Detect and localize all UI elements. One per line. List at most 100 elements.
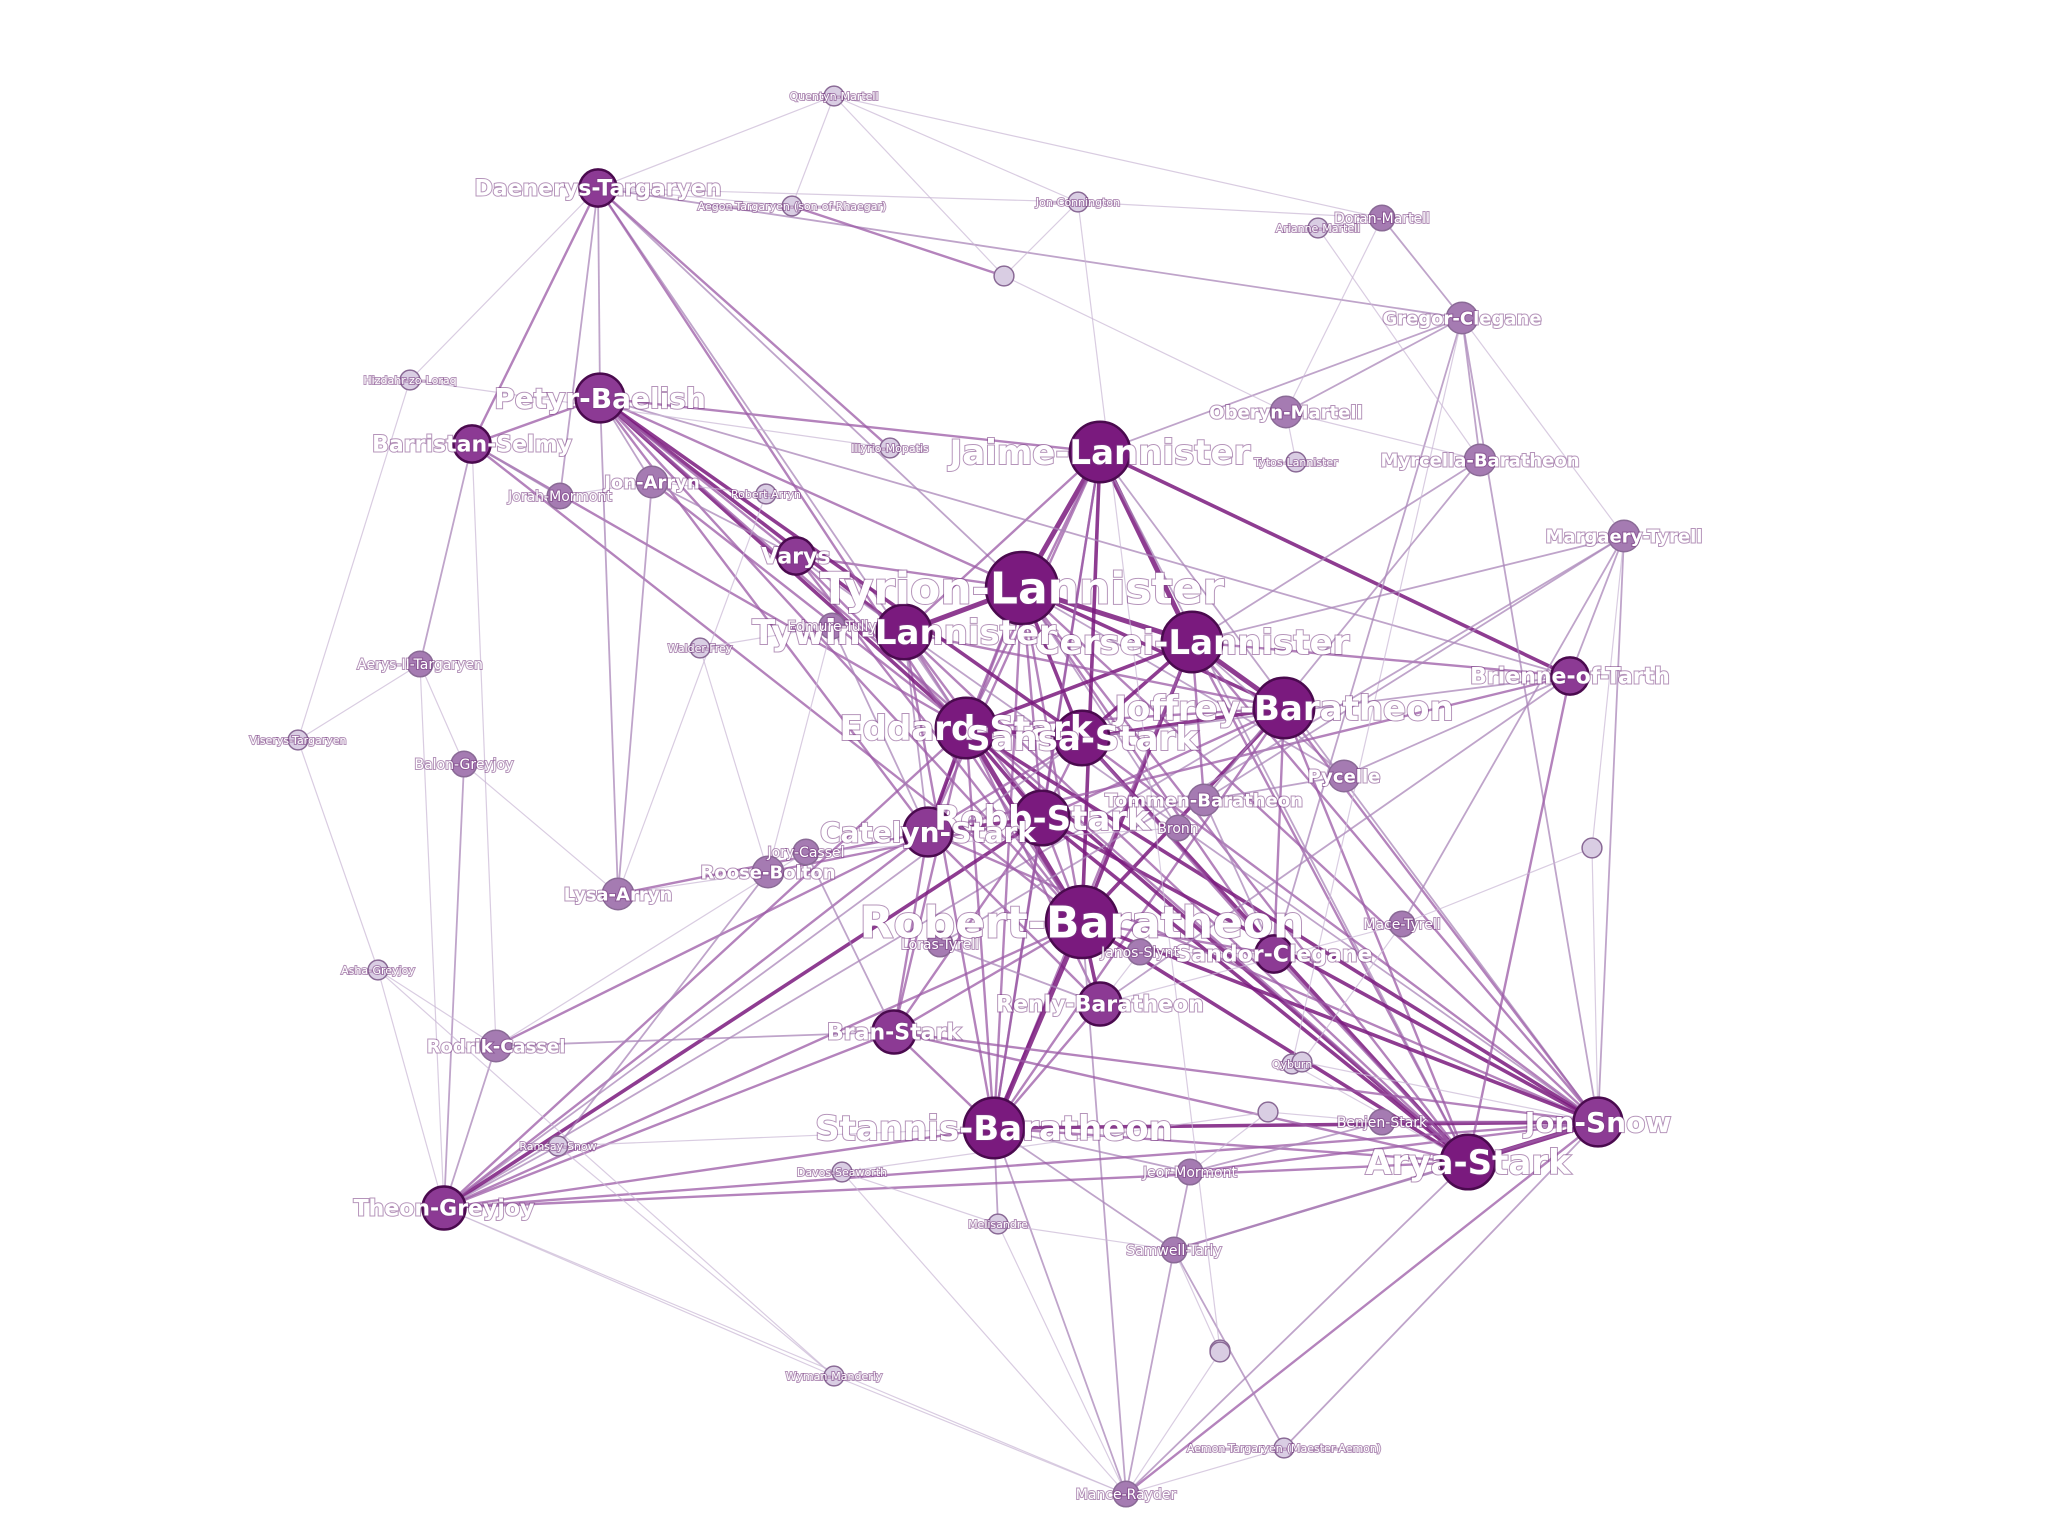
node-asha-greyjoy[interactable] — [367, 959, 389, 981]
node-unlabeled-mid[interactable] — [1291, 1051, 1313, 1073]
node-rodrik-cassel[interactable] — [479, 1029, 513, 1063]
edge-Quentyn-Martell-Jon-Connington — [833, 95, 1079, 203]
node-edmure-tully[interactable] — [818, 612, 846, 640]
node-quentyn-martell[interactable] — [823, 85, 845, 107]
node-gregor-clegane[interactable] — [1445, 301, 1479, 335]
edge-Jon-Snow-Jeor-Mormont — [1189, 1120, 1599, 1174]
node-label-balon-greyjoy: Balon-Greyjoy — [414, 757, 513, 773]
edge-Theon-Greyjoy-Rodrik-Cassel — [443, 1045, 497, 1209]
node-jon-snow[interactable] — [1572, 1096, 1624, 1148]
node-wyman-manderly[interactable] — [823, 1365, 845, 1387]
edge-Unlabeled-Mid-Mace-Tyrell — [1301, 923, 1403, 1063]
edge-Ramsay-Snow-Stannis-Baratheon — [557, 1127, 995, 1147]
node-unlabeled-top[interactable] — [993, 265, 1015, 287]
edge-Tyrion-Lannister-Daenerys-Targaryen — [597, 187, 1023, 589]
edge-Jon-Snow-Theon-Greyjoy — [443, 1120, 1599, 1210]
node-davos-seaworth[interactable] — [831, 1161, 853, 1183]
node-brienne-of-tarth[interactable] — [1550, 656, 1590, 696]
node-cersei-lannister[interactable] — [1160, 610, 1224, 674]
edge-Cersei-Lannister-Margaery-Tyrell — [1191, 535, 1625, 643]
node-janos-slynt[interactable] — [1126, 938, 1154, 966]
edge-Jaime-Lannister-Tywin-Lannister — [903, 451, 1101, 633]
node-melisandre[interactable] — [987, 1213, 1009, 1235]
node-robert-baratheon[interactable] — [1044, 884, 1120, 960]
edge-Asha-Greyjoy-Wyman-Manderly — [377, 969, 835, 1377]
node-unlabeled-bottom[interactable] — [1257, 1101, 1279, 1123]
node-bran-stark[interactable] — [871, 1009, 917, 1055]
node-ramsay-snow[interactable] — [547, 1135, 569, 1157]
node-jon-connington[interactable] — [1067, 191, 1089, 213]
node-arya-stark[interactable] — [1439, 1133, 1497, 1191]
node-jaime-lannister[interactable] — [1068, 420, 1132, 484]
node-label-arya-stark: Arya-Stark — [1365, 1143, 1572, 1183]
node-catelyn-stark[interactable] — [902, 806, 954, 858]
node-lysa-arryn[interactable] — [601, 877, 635, 911]
edge-Eddard-Stark-Jon-Arryn — [651, 481, 967, 729]
node-hizdahr-zo-loraq[interactable] — [399, 369, 421, 391]
edge-Asha-Greyjoy-Rodrik-Cassel — [377, 969, 497, 1047]
node-jon-arryn[interactable] — [635, 465, 669, 499]
node-aemon-targaryen-(maester-aemon)[interactable] — [1273, 1437, 1295, 1459]
edge-Robert-Baratheon-Theon-Greyjoy — [443, 920, 1083, 1210]
node-bronn[interactable] — [1164, 814, 1192, 842]
node-barristan-selmy[interactable] — [452, 424, 492, 464]
node-myrcella-baratheon[interactable] — [1463, 443, 1497, 477]
node-mace-tyrell[interactable] — [1388, 910, 1416, 938]
node-tommen-baratheon[interactable] — [1187, 783, 1221, 817]
node-sansa-stark[interactable] — [1053, 709, 1111, 767]
node-unlabeled-east[interactable] — [1581, 837, 1603, 859]
node-tywin-lannister[interactable] — [875, 603, 933, 661]
node-roose-bolton[interactable] — [751, 855, 785, 889]
node-doran-martell[interactable] — [1368, 204, 1396, 232]
node-daenerys-targaryen[interactable] — [578, 168, 618, 208]
node-stannis-baratheon[interactable] — [962, 1096, 1026, 1160]
node-viserys-targaryen[interactable] — [287, 729, 309, 751]
node-sandor-clegane[interactable] — [1254, 934, 1294, 974]
node-label-qyburn: Qyburn — [1272, 1058, 1312, 1071]
node-label-aegon-targaryen-(son-of-rhaegar): Aegon-Targaryen-(son-of-Rhaegar) — [698, 200, 887, 213]
node-samwell-tarly[interactable] — [1160, 1236, 1188, 1264]
node-aegon-targaryen-(son-of-rhaegar)[interactable] — [781, 195, 803, 217]
node-jeor-mormont[interactable] — [1176, 1158, 1204, 1186]
edge-Margaery-Tyrell-Loras-Tyrell — [939, 535, 1625, 945]
node-tyrion-lannister[interactable] — [984, 550, 1060, 626]
node-jory-cassel[interactable] — [792, 838, 820, 866]
edge-Jaime-Lannister-Gregor-Clegane — [1099, 317, 1463, 453]
node-label-sansa-stark: Sansa-Stark — [966, 719, 1199, 759]
node-walder-frey[interactable] — [689, 637, 711, 659]
node-aerys-ii-targaryen[interactable] — [406, 650, 434, 678]
node-balon-greyjoy[interactable] — [450, 750, 478, 778]
edge-Tyrion-Lannister-Joffrey-Baratheon — [1021, 586, 1285, 710]
node-margaery-tyrell[interactable] — [1607, 519, 1641, 553]
edge-Margaery-Tyrell-Unlabeled-East — [1591, 535, 1625, 849]
node-loras-tyrell[interactable] — [926, 930, 954, 958]
node-unlabeled-south[interactable] — [1209, 1341, 1231, 1363]
node-renly-baratheon[interactable] — [1077, 981, 1123, 1027]
node-label-hizdahr-zo-loraq: Hizdahr-zo-Loraq — [363, 374, 456, 387]
node-label-doran-martell: Doran-Martell — [1334, 211, 1430, 227]
edge-Cersei-Lannister-Eddard-Stark — [965, 640, 1193, 730]
node-robert-arryn[interactable] — [755, 483, 777, 505]
node-label-jeor-mormont: Jeor-Mormont — [1142, 1165, 1237, 1181]
node-label-sandor-clegane: Sandor-Clegane — [1176, 943, 1373, 968]
node-robb-stark[interactable] — [1013, 789, 1071, 847]
node-benjen-stark[interactable] — [1368, 1108, 1396, 1136]
node-label-mance-rayder: Mance-Rayder — [1076, 1487, 1177, 1503]
node-theon-greyjoy[interactable] — [421, 1185, 467, 1231]
node-tytos-lannister[interactable] — [1285, 451, 1307, 473]
node-arianne-martell[interactable] — [1307, 217, 1329, 239]
edge-Davos-Seaworth-Melisandre — [841, 1171, 999, 1225]
node-jorah-mormont[interactable] — [546, 482, 574, 510]
edge-Brienne-of-Tarth-Pycelle — [1343, 675, 1571, 777]
node-mance-rayder[interactable] — [1112, 1480, 1140, 1508]
node-illyrio-mopatis[interactable] — [879, 437, 901, 459]
node-petyr-baelish[interactable] — [574, 372, 626, 424]
node-varys[interactable] — [776, 536, 816, 576]
node-eddard-stark[interactable] — [934, 696, 998, 760]
edge-Tyrion-Lannister-Bronn — [1021, 587, 1179, 829]
node-oberyn-martell[interactable] — [1269, 395, 1303, 429]
node-joffrey-baratheon[interactable] — [1252, 676, 1316, 740]
edge-Sansa-Stark-Theon-Greyjoy — [443, 737, 1083, 1209]
node-pycelle[interactable] — [1327, 759, 1361, 793]
edge-Mance-Rayder-Samwell-Tarly — [1125, 1249, 1175, 1495]
